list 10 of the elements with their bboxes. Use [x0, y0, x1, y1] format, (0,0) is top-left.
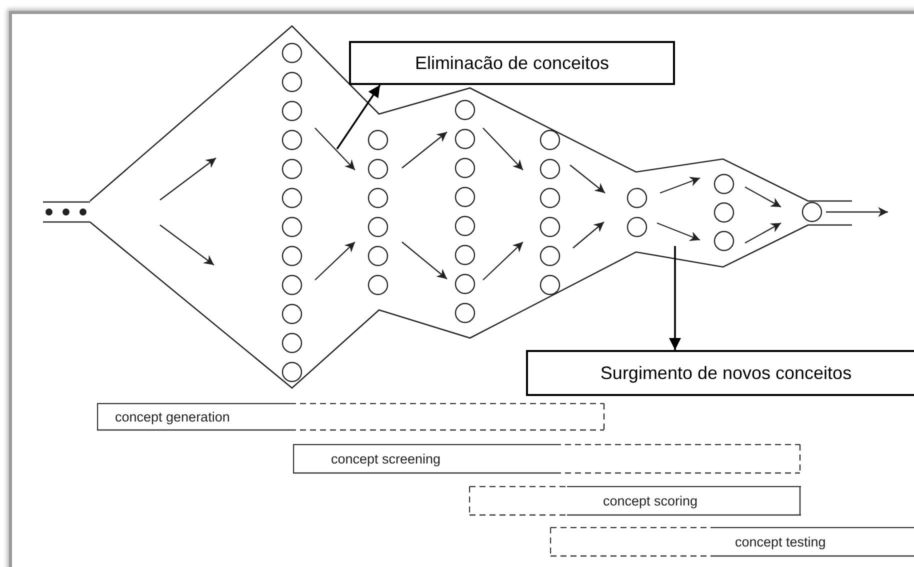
callout-box — [349, 41, 675, 85]
leader-arrow — [336, 84, 381, 150]
phase-label: concept testing — [735, 534, 826, 550]
phase-label: concept generation — [115, 410, 230, 424]
phase-label: concept scoring — [603, 494, 698, 508]
callout-text: Surgimento de novos conceitos — [600, 362, 852, 384]
callout-text: Eliminacão de conceitos — [414, 52, 610, 74]
phase-label: concept screening — [331, 452, 441, 466]
leader-arrow — [669, 246, 681, 350]
callout-box — [526, 350, 914, 396]
